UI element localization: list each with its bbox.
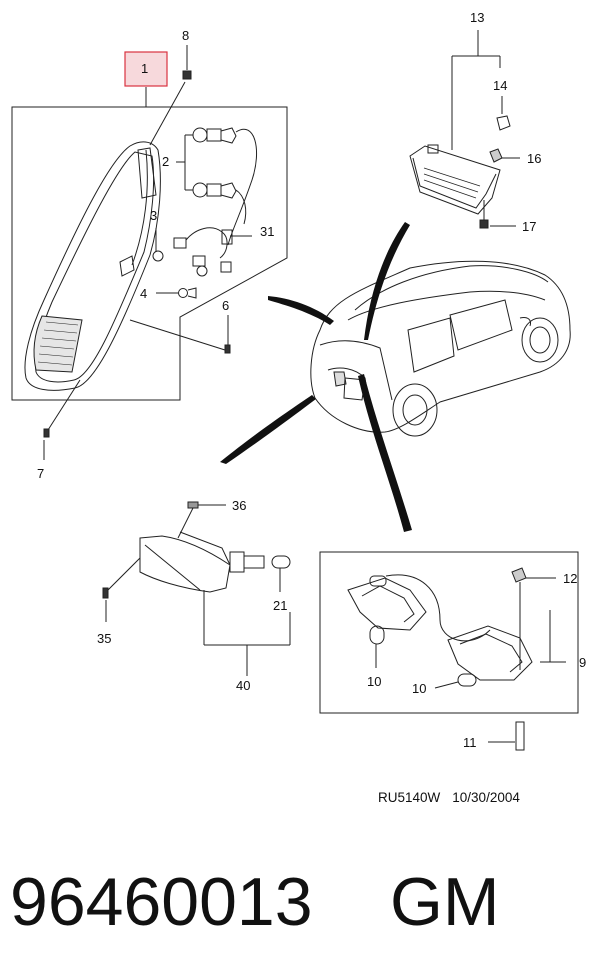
callout-36: 36 <box>232 498 246 513</box>
drawing-code: RU5140W <box>378 790 441 805</box>
brand-name: GM <box>390 864 500 940</box>
leader-swoosh-license-lamp <box>358 374 412 532</box>
leader-swoosh-stop-lamp <box>364 222 410 340</box>
bulb-2-group <box>176 127 258 246</box>
callout-21: 21 <box>273 598 287 613</box>
clip-16 <box>489 148 503 163</box>
callout-13: 13 <box>470 10 484 25</box>
bulb-4 <box>156 287 197 299</box>
callout-17: 17 <box>522 219 536 234</box>
callout-3: 3 <box>150 208 157 223</box>
screw-7 <box>43 379 81 460</box>
leader-swoosh-back-lamp <box>220 395 316 464</box>
callout-1-highlight <box>124 51 168 87</box>
back-up-lamp <box>102 501 291 676</box>
screw-6 <box>129 315 231 354</box>
tail-lamp-group-border <box>11 106 288 401</box>
screw-17 <box>479 219 489 229</box>
license-lamp-group-border <box>319 551 579 714</box>
part-footer: 96460013 GM <box>10 852 590 952</box>
high-mount-stop-lamp <box>409 30 520 229</box>
callout-14: 14 <box>493 78 507 93</box>
screw-8 <box>149 45 192 146</box>
car-rear-view <box>310 260 571 437</box>
connector-31 <box>220 229 252 273</box>
leader-swoosh-tail-lamp <box>268 296 334 325</box>
part-number: 96460013 <box>10 864 313 940</box>
callout-9: 9 <box>579 655 586 670</box>
callout-10-b: 10 <box>412 681 426 696</box>
callout-8: 8 <box>182 28 189 43</box>
drawing-reference: RU5140W 10/30/2004 <box>378 790 532 805</box>
callout-16: 16 <box>527 151 541 166</box>
callout-40: 40 <box>236 678 250 693</box>
bulb-14 <box>496 115 511 131</box>
drawing-date: 10/30/2004 <box>452 790 520 805</box>
callout-31: 31 <box>260 224 274 239</box>
callout-4: 4 <box>140 286 147 301</box>
callout-7: 7 <box>37 466 44 481</box>
callout-10-a: 10 <box>367 674 381 689</box>
callout-11: 11 <box>463 735 477 750</box>
bulb-3-group <box>152 227 228 277</box>
parts-diagram: 1 8 2 3 31 4 6 7 13 14 16 17 36 35 21 40… <box>11 10 586 751</box>
callout-6: 6 <box>222 298 229 313</box>
callout-35: 35 <box>97 631 111 646</box>
callout-12: 12 <box>563 571 577 586</box>
callout-2: 2 <box>162 154 169 169</box>
tail-lamp-assembly <box>24 141 161 391</box>
license-lamp-assembly <box>347 567 566 751</box>
callout-1: 1 <box>141 61 148 76</box>
